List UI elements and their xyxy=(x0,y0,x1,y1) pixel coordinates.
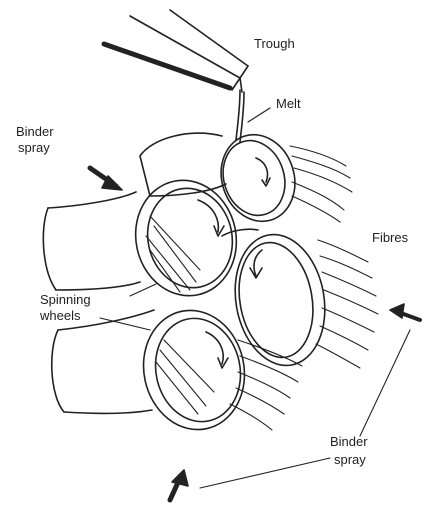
bottom-wheel xyxy=(52,301,256,439)
fibre-streams xyxy=(230,146,378,430)
spinning-wheels-label-line2: wheels xyxy=(40,308,80,323)
fibres-label: Fibres xyxy=(372,230,408,245)
right-wheel xyxy=(222,227,335,372)
top-wheel xyxy=(140,125,306,231)
binder-spray-label-right-line1: Binder xyxy=(330,434,368,449)
trough xyxy=(104,10,248,92)
trough-label: Trough xyxy=(254,36,295,51)
middle-left-wheel xyxy=(43,171,247,305)
binder-spray-label-left-line1: Binder xyxy=(16,124,54,139)
binder-spray-label-left-line2: spray xyxy=(18,140,50,155)
binder-spray-arrow-right xyxy=(390,304,420,320)
binder-spray-leader-lines xyxy=(200,330,410,488)
binder-spray-label-right-line2: spray xyxy=(334,452,366,467)
binder-spray-arrow-bottom xyxy=(170,470,188,500)
melt-label: Melt xyxy=(276,96,301,111)
spinning-wheels-label-line1: Spinning xyxy=(40,292,91,307)
binder-spray-arrow-left xyxy=(90,168,122,190)
